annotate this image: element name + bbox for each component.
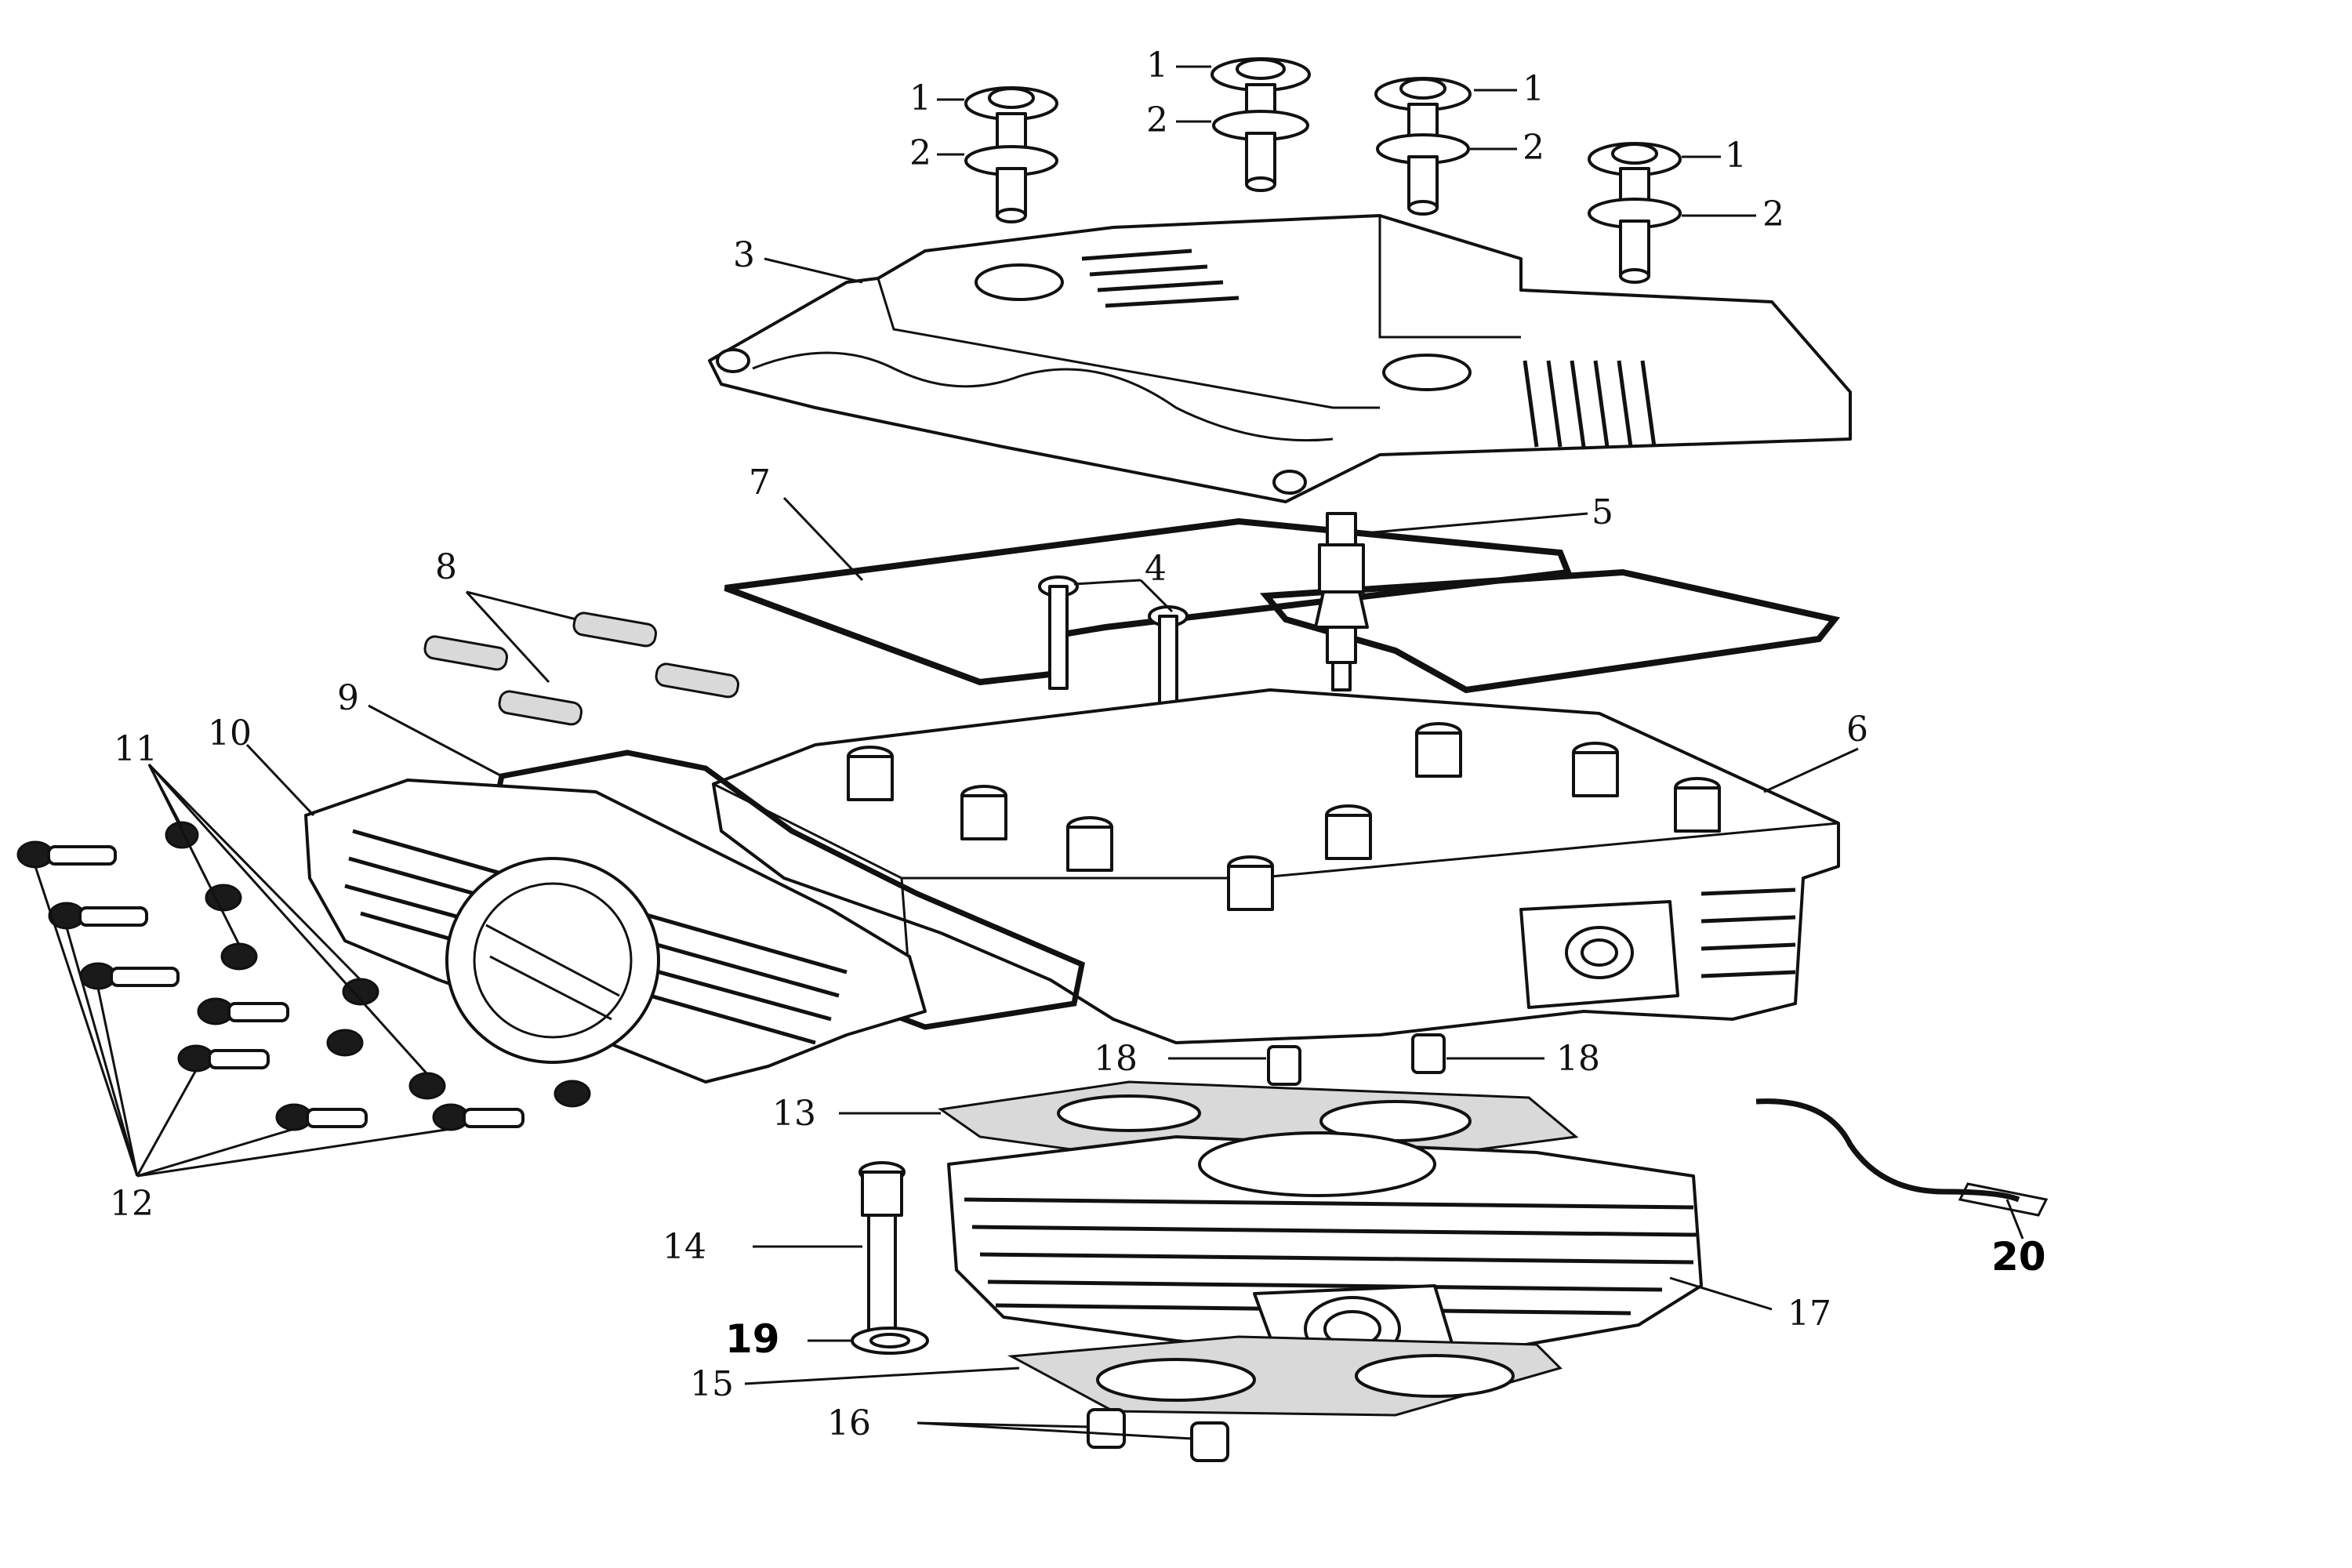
cover-bolt-3	[1374, 77, 1472, 216]
cover-bolt-2	[1210, 57, 1311, 192]
callout-18: 18	[1556, 1039, 1600, 1079]
cam-side-cover	[304, 779, 927, 1083]
cover-ribs-top	[1081, 249, 1240, 308]
cover-nuts	[165, 821, 591, 1108]
cylinder-head-cover	[708, 214, 1852, 503]
callout-2: 2	[909, 133, 931, 173]
dowel-pins	[423, 612, 740, 726]
callout-10: 10	[208, 713, 252, 753]
cover-bolt-1	[964, 86, 1058, 223]
callout-18: 18	[1094, 1039, 1138, 1079]
callout-labels: 1 2 1 2 1 2 1 2 3 4 5 6 7 8 9 10 11 12 1…	[110, 45, 2046, 1443]
callout-8: 8	[435, 547, 457, 587]
cylinder-base-gasket	[1007, 1335, 1563, 1417]
head-dowels	[1267, 1033, 1446, 1086]
callout-9: 9	[337, 678, 359, 718]
spark-plug	[1314, 512, 1369, 691]
callout-1: 1	[909, 78, 931, 118]
cylinder-head	[712, 688, 1840, 1044]
callout-12: 12	[110, 1184, 154, 1224]
callout-5: 5	[1592, 492, 1613, 532]
leader-lines	[34, 65, 2024, 1440]
callout-7: 7	[749, 463, 771, 503]
breather-tube	[1755, 1098, 2049, 1217]
long-stud-bolt	[858, 1161, 906, 1334]
callout-13: 13	[772, 1094, 816, 1134]
head-cooling-fins	[1700, 887, 1796, 978]
callout-4: 4	[1145, 549, 1167, 589]
callout-17: 17	[1788, 1294, 1831, 1334]
cylinder-cooling-fins	[964, 1197, 1698, 1316]
head-studs	[847, 722, 1721, 911]
callout-16: 16	[827, 1403, 871, 1443]
callout-2: 2	[1523, 128, 1544, 168]
callout-14: 14	[662, 1227, 706, 1267]
callout-11: 11	[114, 729, 158, 769]
cover-ribs-right	[1523, 360, 1657, 448]
sealing-washer	[851, 1327, 929, 1355]
cover-screws	[16, 840, 524, 1131]
callout-3: 3	[733, 235, 755, 275]
callout-6: 6	[1846, 710, 1868, 750]
cylinder-dowels	[1087, 1408, 1229, 1462]
head-cover-gasket	[724, 517, 1841, 694]
cover-bolt-4	[1588, 142, 1682, 284]
callout-2: 2	[1146, 100, 1168, 140]
head-bolts	[1038, 575, 1189, 712]
callout-1: 1	[1725, 136, 1747, 176]
callout-2: 2	[1762, 194, 1784, 234]
callout-15: 15	[690, 1364, 734, 1404]
callout-20: 20	[1991, 1234, 2046, 1279]
callout-1: 1	[1146, 45, 1168, 85]
side-cover-fasteners	[16, 821, 591, 1131]
callout-1: 1	[1523, 69, 1544, 109]
callout-19: 19	[725, 1316, 780, 1362]
